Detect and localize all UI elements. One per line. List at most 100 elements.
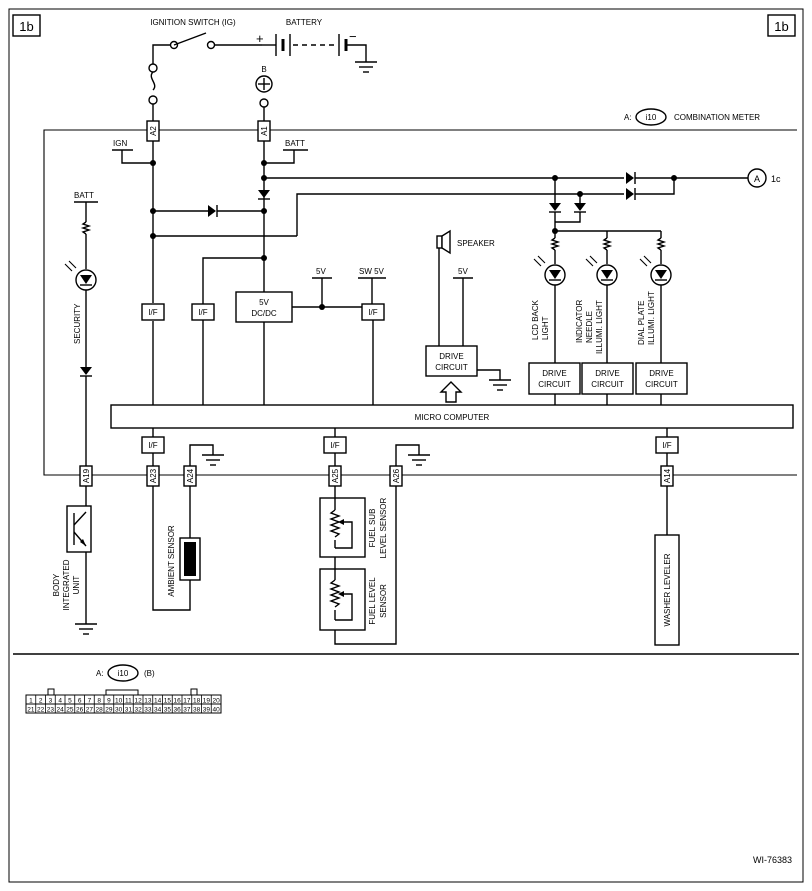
svg-text:LCD BACK: LCD BACK bbox=[531, 299, 540, 340]
speaker-label: SPEAKER bbox=[457, 239, 495, 248]
svg-text:ILLUMI. LIGHT: ILLUMI. LIGHT bbox=[595, 300, 604, 354]
battery-icon: + − bbox=[256, 29, 367, 62]
ground-icon bbox=[489, 379, 511, 391]
interface-block: I/F bbox=[655, 436, 679, 454]
svg-text:LIGHT: LIGHT bbox=[541, 316, 550, 340]
connector-pin-label: 23 bbox=[47, 707, 55, 714]
svg-text:SENSOR: SENSOR bbox=[379, 584, 388, 618]
connector-pin-label: 12 bbox=[135, 698, 143, 705]
micro-computer: MICRO COMPUTER bbox=[110, 404, 794, 429]
connector-pin-label: 5 bbox=[68, 698, 72, 705]
svg-text:I/F: I/F bbox=[662, 441, 671, 450]
svg-text:COMBINATION METER: COMBINATION METER bbox=[674, 113, 760, 122]
svg-text:CIRCUIT: CIRCUIT bbox=[435, 363, 468, 372]
security-label: SECURITY bbox=[73, 303, 82, 344]
security-led bbox=[64, 202, 97, 466]
five-v-label-1: 5V bbox=[316, 267, 326, 276]
offpage-connector-a: A 1c bbox=[747, 168, 781, 188]
svg-text:I/F: I/F bbox=[148, 308, 157, 317]
connector-pin-label: 31 bbox=[125, 707, 133, 714]
five-v-label-2: 5V bbox=[458, 267, 468, 276]
ambient-sensor bbox=[179, 537, 201, 581]
page-frame bbox=[8, 8, 804, 883]
svg-text:A26: A26 bbox=[392, 468, 401, 483]
ignition-switch-label: IGNITION SWITCH (IG) bbox=[150, 18, 236, 27]
led-indicator-needle bbox=[585, 231, 618, 363]
svg-text:i10: i10 bbox=[118, 669, 129, 678]
fuel-sub-level-sensor bbox=[319, 497, 366, 558]
svg-text:BODY: BODY bbox=[52, 573, 61, 596]
corner-tab-left: 1b bbox=[12, 14, 41, 37]
terminal-a1: A1 bbox=[257, 120, 271, 142]
svg-text:DIAL PLATE: DIAL PLATE bbox=[637, 301, 646, 345]
meter-boundary bbox=[43, 129, 797, 476]
body-integrated-unit bbox=[66, 505, 92, 553]
svg-text:CIRCUIT: CIRCUIT bbox=[591, 380, 624, 389]
svg-text:I/F: I/F bbox=[368, 308, 377, 317]
ignition-switch-icon bbox=[152, 32, 262, 64]
combination-meter-title: A: i10 COMBINATION METER bbox=[624, 108, 760, 126]
connector-pin-label: 14 bbox=[154, 698, 162, 705]
fuel-sub-level-sensor-label: FUEL SUB LEVEL SENSOR bbox=[368, 497, 388, 558]
input-arrow-icon bbox=[439, 381, 463, 403]
battery-label: BATTERY bbox=[286, 18, 323, 27]
connector-pin-label: 39 bbox=[203, 707, 211, 714]
svg-text:A1: A1 bbox=[260, 126, 269, 136]
svg-text:A23: A23 bbox=[149, 468, 158, 483]
svg-text:ILLUMI. LIGHT: ILLUMI. LIGHT bbox=[647, 291, 656, 345]
connector-pin-label: 29 bbox=[105, 707, 113, 714]
connector-pin-label: 20 bbox=[213, 698, 221, 705]
svg-text:DRIVE: DRIVE bbox=[649, 369, 673, 378]
fuel-level-sensor bbox=[319, 568, 366, 631]
terminal-a25: A25 bbox=[328, 465, 342, 487]
fuel-level-sensor-label: FUEL LEVEL SENSOR bbox=[368, 577, 388, 625]
b-terminal-label: B bbox=[261, 65, 266, 74]
connector-pin-label: 10 bbox=[115, 698, 123, 705]
connector-pin-label: 21 bbox=[27, 707, 35, 714]
terminal-a26: A26 bbox=[389, 465, 403, 487]
svg-text:A24: A24 bbox=[186, 468, 195, 483]
body-integrated-unit-label: BODY INTEGRATED UNIT bbox=[52, 559, 81, 610]
svg-text:1c: 1c bbox=[771, 174, 781, 184]
connector-pin-label: 17 bbox=[183, 698, 191, 705]
interface-block: I/F bbox=[141, 303, 165, 321]
svg-text:FUEL SUB: FUEL SUB bbox=[368, 509, 377, 548]
terminal-a23: A23 bbox=[146, 465, 160, 487]
terminal-a14: A14 bbox=[660, 465, 674, 487]
speaker-icon bbox=[436, 229, 451, 255]
svg-text:5V: 5V bbox=[259, 298, 269, 307]
connector-pin-label: 11 bbox=[125, 698, 132, 705]
svg-text:A25: A25 bbox=[331, 468, 340, 483]
led-dial-plate bbox=[639, 231, 672, 363]
connector-pin-label: 9 bbox=[107, 698, 111, 705]
connector-pin-label: 19 bbox=[203, 698, 211, 705]
connector-pin-label: 7 bbox=[88, 698, 92, 705]
svg-text:A2: A2 bbox=[149, 126, 158, 136]
corner-tab-left-label: 1b bbox=[19, 19, 33, 34]
connector-pin-label: 8 bbox=[97, 698, 101, 705]
batt-label-2: BATT bbox=[74, 191, 94, 200]
svg-text:+: + bbox=[256, 31, 264, 46]
drive-circuit-needle: DRIVE CIRCUIT bbox=[581, 362, 634, 395]
drive-circuit-speaker: DRIVE CIRCUIT bbox=[425, 345, 478, 377]
connector-pin-label: 16 bbox=[174, 698, 182, 705]
svg-text:−: − bbox=[349, 29, 357, 44]
svg-text:LEVEL SENSOR: LEVEL SENSOR bbox=[379, 497, 388, 558]
svg-text:A:: A: bbox=[624, 113, 632, 122]
ground-icon bbox=[75, 623, 97, 635]
terminal-a24: A24 bbox=[183, 465, 197, 487]
connector-pin-label: 15 bbox=[164, 698, 172, 705]
connector-pin-label: 18 bbox=[193, 698, 201, 705]
connector-pin-label: 32 bbox=[135, 707, 143, 714]
connector-pin-label: 4 bbox=[58, 698, 62, 705]
svg-text:CIRCUIT: CIRCUIT bbox=[645, 380, 678, 389]
svg-text:DRIVE: DRIVE bbox=[439, 352, 463, 361]
svg-text:(B): (B) bbox=[144, 669, 155, 678]
svg-text:INTEGRATED: INTEGRATED bbox=[62, 559, 71, 610]
svg-text:INDICATOR: INDICATOR bbox=[575, 300, 584, 343]
svg-text:MICRO COMPUTER: MICRO COMPUTER bbox=[415, 413, 490, 422]
svg-text:WASHER LEVELER: WASHER LEVELER bbox=[663, 553, 672, 626]
lcd-back-light-label: LCD BACK LIGHT bbox=[531, 299, 550, 340]
